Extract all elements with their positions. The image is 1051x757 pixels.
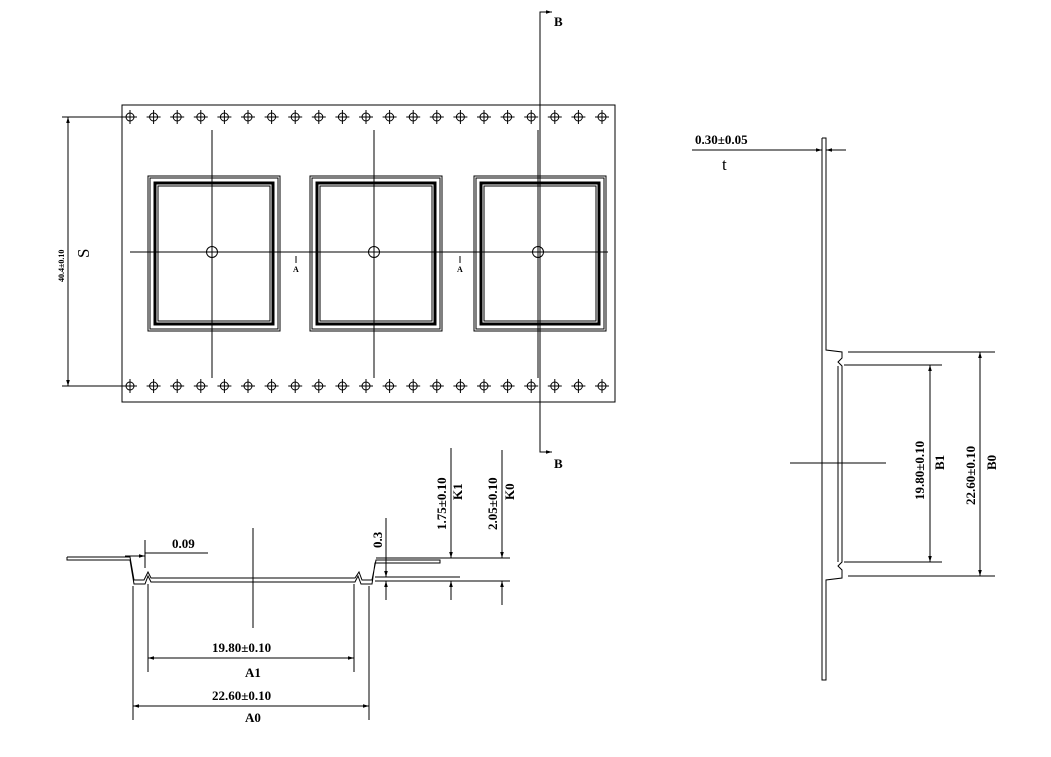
section-label-b-bottom: B [554,456,563,471]
k1-value: 1.75±0.10 [434,477,449,530]
sprocket-hole [500,379,515,393]
offset-label: 0.09 [172,536,195,551]
sprocket-hole [170,110,185,124]
sprocket-hole [264,379,279,393]
pockets [147,130,607,378]
sprocket-hole [429,110,444,124]
sprocket-hole [547,379,562,393]
a0-value: 22.60±0.10 [212,688,271,703]
sprocket-hole [382,110,397,124]
pocket [309,130,443,378]
sprocket-hole [429,379,444,393]
sprocket-hole [359,110,373,124]
tape-profile [66,556,441,585]
sprocket-hole [241,379,255,393]
t-value: 0.30±0.05 [695,132,748,147]
section-label-b-top: B [554,14,563,29]
sprocket-hole [359,379,373,393]
b0-symbol: B0 [984,455,999,470]
sprocket-hole [453,110,468,124]
sprocket-hole [571,379,586,393]
sprocket-hole [595,379,609,393]
sprocket-hole [595,110,609,124]
pitch-symbol: S [74,249,93,258]
section-a-view: 0.09 0.3 1.75±0.10 K1 2.05±0.10 K0 19.80… [66,448,517,725]
sprocket-holes [123,110,609,393]
sprocket-hole [311,379,326,393]
sprocket-hole [146,110,161,124]
sprocket-hole [288,379,303,393]
sprocket-hole [193,110,208,124]
sprocket-hole [264,110,279,124]
sprocket-hole [335,110,350,124]
k1-symbol: K1 [450,483,465,500]
b1-value: 19.80±0.10 [912,441,927,500]
sprocket-hole [453,379,468,393]
sprocket-hole [193,379,208,393]
tape-outline [121,104,616,403]
sprocket-hole [335,379,350,393]
k0-symbol: K0 [502,483,517,500]
sprocket-hole [477,110,491,124]
k0-value: 2.05±0.10 [485,477,500,530]
sprocket-hole [217,110,232,124]
sprocket-hole [571,110,586,124]
top-view: B B A A 40.4±0.10 S [57,10,616,471]
sprocket-hole [311,110,326,124]
sprocket-hole [241,110,255,124]
tape-profile [821,137,843,681]
b1-symbol: B1 [932,455,947,470]
sprocket-hole [406,110,421,124]
sprocket-hole [477,379,491,393]
sprocket-hole [217,379,232,393]
a1-symbol: A1 [245,665,261,680]
b0-value: 22.60±0.10 [963,446,978,505]
sprocket-hole [547,110,562,124]
pocket [147,130,281,378]
sprocket-hole [524,110,539,124]
sprocket-hole [500,110,515,124]
a1-value: 19.80±0.10 [212,640,271,655]
t-symbol: t [722,155,727,174]
sprocket-hole [406,379,421,393]
section-b-view: 0.30±0.05 t 22.60±0.10 B0 19.80±0.10 B1 [692,132,999,681]
sprocket-hole [170,379,185,393]
sprocket-hole [146,379,161,393]
section-marker-a2: A [457,265,463,274]
section-marker-a1: A [293,265,299,274]
pitch-label: 40.4±0.10 [57,250,66,282]
sprocket-hole [382,379,397,393]
sprocket-hole [288,110,303,124]
a0-symbol: A0 [245,710,261,725]
wall-label: 0.3 [370,531,385,548]
sprocket-hole [524,379,539,393]
